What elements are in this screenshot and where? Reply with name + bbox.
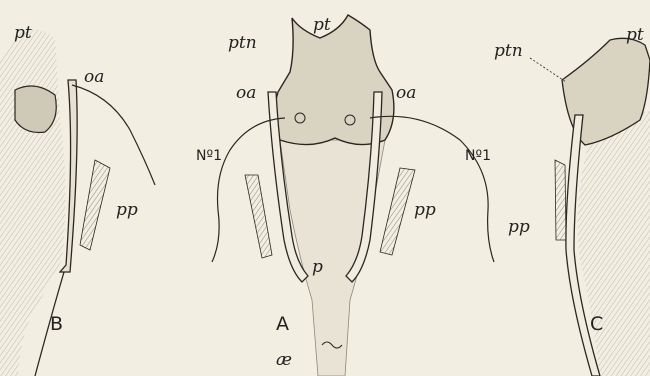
label-oe: æ [276,350,292,370]
panel-a-muscle-left [245,175,272,258]
label-pt: pt [313,15,331,35]
label-n1-right: Nº1 [465,148,491,164]
label-ptn: ptn [494,41,523,61]
label-oa: oa [84,67,104,87]
label-ptn: ptn [228,33,257,53]
panel-b-muscle [80,160,110,250]
label-pt: pt [14,23,32,43]
label-pp: pp [414,200,436,220]
panel-a: pt ptn oa oa Nº1 Nº1 pp p æ A [196,15,494,376]
panel-b-cartilage [15,86,56,133]
panel-caption: A [276,313,289,335]
panel-c-muscle [555,160,566,240]
panel-caption: C [590,313,603,335]
panel-c-leader-ptn [530,58,566,82]
label-p: p [312,257,323,277]
panel-b: pt oa pp B [0,23,155,376]
label-oa-left: oa [236,83,256,103]
label-n1-left: Nº1 [196,148,222,164]
label-oa-right: oa [396,83,416,103]
label-pt: pt [626,25,644,45]
panel-caption: B [50,313,63,335]
panel-c: pt ptn pp C [494,25,650,376]
label-pp: pp [116,200,138,220]
panel-a-muscle-right [380,168,415,255]
label-pp: pp [508,217,530,237]
panel-b-nerve [72,85,155,185]
